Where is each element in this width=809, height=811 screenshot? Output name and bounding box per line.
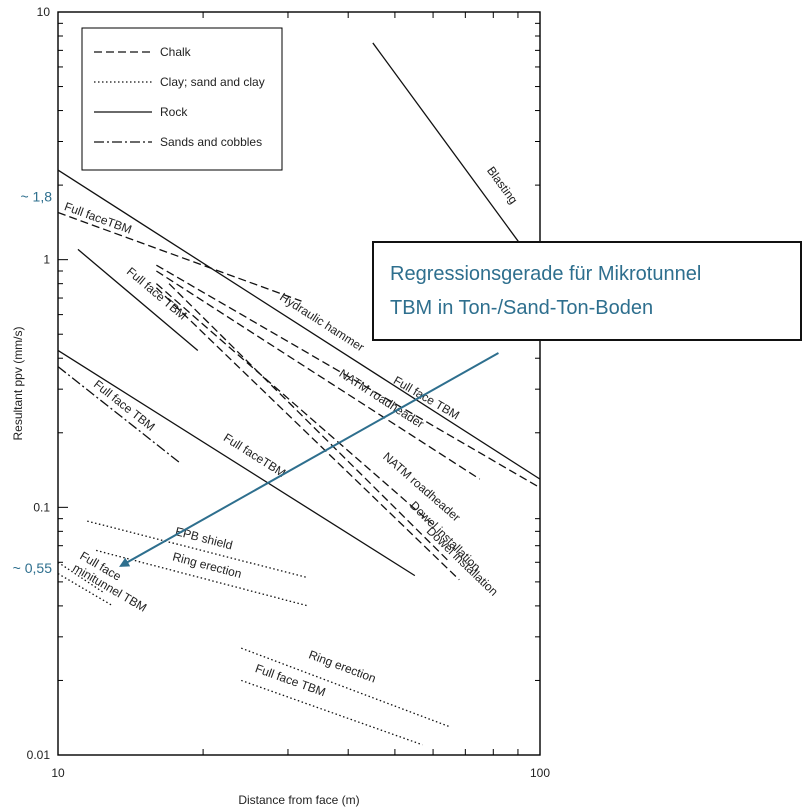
callout-line: TBM in Ton-/Sand-Ton-Boden xyxy=(390,297,653,319)
regression-arrow xyxy=(119,352,499,567)
series-label: Hydraulic hammer xyxy=(277,290,366,354)
legend-label: Rock xyxy=(160,105,188,119)
y-tick-label: 0.1 xyxy=(33,500,50,514)
series-label: EPB shield xyxy=(174,524,234,552)
series-label: Dowel installation xyxy=(424,524,501,599)
series-line xyxy=(57,211,302,302)
series-line xyxy=(155,283,434,526)
plot-frame xyxy=(57,11,541,756)
callout-box xyxy=(372,241,802,341)
x-axis-label: Distance from face (m) xyxy=(238,793,359,807)
series-line xyxy=(168,283,451,563)
legend-label: Clay; sand and clay xyxy=(160,75,265,89)
series-line xyxy=(241,647,451,728)
series-label: Full faceTBM xyxy=(221,430,288,480)
y-tick-label: 10 xyxy=(37,5,51,19)
series-label: Full face TBM xyxy=(91,377,158,434)
series-line xyxy=(57,366,182,465)
series-line xyxy=(77,248,199,351)
series-line xyxy=(241,679,423,746)
series-label: NATM roadheader xyxy=(337,366,427,431)
legend-label: Chalk xyxy=(160,45,192,59)
y-axis-label: Resultant ppv (mm/s) xyxy=(11,326,25,440)
x-tick-label: 100 xyxy=(530,766,550,780)
series-label: Full faceminitunnel TBM xyxy=(70,549,156,615)
series-line xyxy=(156,264,541,489)
y-marker-label: ~ 0,55 xyxy=(13,560,53,576)
series-line xyxy=(372,42,541,272)
callout-line: Regressionsgerade für Mikrotunnel xyxy=(390,263,701,285)
series-label: Ring erection xyxy=(171,550,243,581)
series-label: Blasting xyxy=(484,164,521,207)
series-line xyxy=(155,287,460,581)
legend-box xyxy=(81,27,283,171)
series-line xyxy=(57,349,416,577)
series-line xyxy=(57,169,541,480)
series-label: Ring erection xyxy=(307,647,378,685)
series-line xyxy=(57,573,114,607)
y-tick-label: 0.01 xyxy=(27,748,51,762)
x-tick-label: 10 xyxy=(51,766,65,780)
y-tick-label: 1 xyxy=(43,253,50,267)
series-line xyxy=(156,270,481,480)
y-marker-label: ~ 1,8 xyxy=(20,188,52,204)
legend-label: Sands and cobbles xyxy=(160,135,262,149)
series-line xyxy=(57,561,106,594)
